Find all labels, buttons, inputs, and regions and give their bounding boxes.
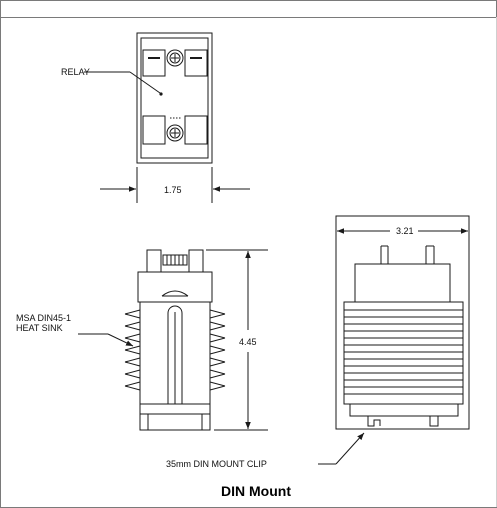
- dimension-label-width-side: 3.21: [396, 226, 414, 236]
- heat-sink-front-view: [124, 249, 226, 431]
- heat-sink-fins: [124, 309, 226, 391]
- relay-leader: [84, 71, 163, 96]
- figure-caption: DIN Mount: [221, 483, 291, 499]
- dimension-1-75: [100, 167, 250, 203]
- clip-leader: [318, 432, 365, 465]
- side-fins: [344, 309, 463, 395]
- heat-sink-leader: [78, 333, 134, 347]
- clip-label: 35mm DIN MOUNT CLIP: [166, 459, 267, 469]
- heat-sink-label-line1: MSA DIN45-1: [16, 313, 71, 323]
- relay-top-view: [136, 32, 213, 164]
- heat-sink-label-line2: HEAT SINK: [16, 323, 63, 333]
- relay-label: RELAY: [61, 67, 90, 77]
- side-view: [335, 215, 470, 430]
- dimension-label-height-heatsink: 4.45: [239, 337, 257, 347]
- top-band: [1, 1, 496, 18]
- dimension-4-45: [206, 249, 268, 431]
- dimension-label-width-relay: 1.75: [164, 185, 182, 195]
